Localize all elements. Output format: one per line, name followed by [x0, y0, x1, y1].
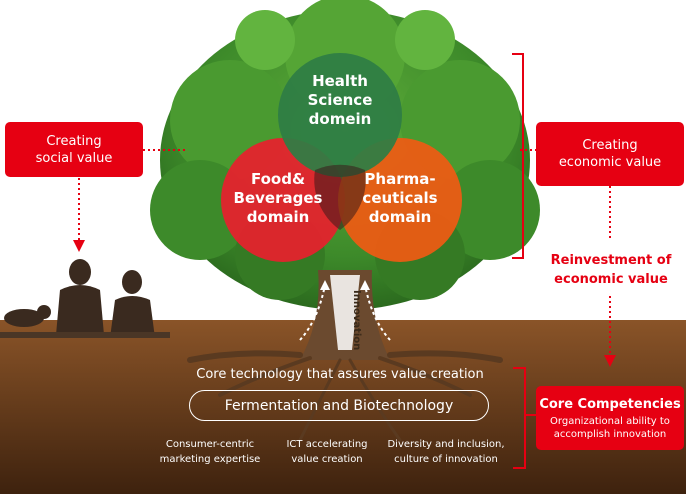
core-competencies-box: Core Competencies Organizational ability…	[536, 386, 684, 450]
economic-value-line2: economic value	[558, 155, 662, 170]
competency-marketing-line1: Consumer-centric	[165, 439, 255, 450]
food-line2: Beverages	[233, 189, 323, 207]
competency-diversity: Diversity and inclusion, culture of inno…	[380, 437, 512, 467]
innovation-label: Innovation	[351, 290, 362, 351]
competency-ict: ICT accelerating value creation	[272, 437, 382, 467]
pharma-line1: Pharma-	[364, 170, 436, 188]
pharma-line2: ceuticals	[362, 189, 438, 207]
reinvestment-label: Reinvestment of economic value	[538, 251, 684, 289]
social-value-line2: social value	[35, 150, 113, 166]
reinvestment-line1: Reinvestment of	[550, 253, 672, 268]
food-beverages-label: Food& Beverages domain	[228, 170, 328, 227]
core-competencies-line2: accomplish innovation	[553, 428, 667, 440]
competency-marketing: Consumer-centric marketing expertise	[150, 437, 270, 467]
competency-ict-line2: value creation	[291, 454, 363, 465]
people-silhouette	[0, 259, 170, 338]
food-line3: domain	[246, 208, 310, 226]
pharmaceuticals-label: Pharma- ceuticals domain	[350, 170, 450, 227]
competency-ict-line1: ICT accelerating	[286, 439, 368, 450]
creating-social-value-box: Creating social value	[5, 122, 143, 177]
competency-diversity-line2: culture of innovation	[394, 454, 498, 465]
core-competencies-line1: Organizational ability to	[550, 415, 670, 427]
health-line3: domein	[308, 110, 372, 128]
competency-marketing-line2: marketing expertise	[159, 454, 261, 465]
fermentation-biotech-text: Fermentation and Biotechnology	[224, 397, 454, 414]
health-science-label: Health Science domein	[290, 72, 390, 129]
economic-value-line1: Creating	[582, 138, 638, 153]
food-line1: Food&	[250, 170, 306, 188]
health-line2: Science	[307, 91, 373, 109]
core-technology-label: Core technology that assures value creat…	[196, 367, 484, 382]
competency-diversity-line1: Diversity and inclusion,	[387, 439, 505, 450]
reinvestment-line2: economic value	[554, 272, 668, 287]
arrow-down-left	[73, 240, 85, 252]
fermentation-biotech-pill: Fermentation and Biotechnology	[189, 390, 489, 421]
creating-economic-value-box: Creating economic value	[536, 122, 684, 186]
health-line1: Health	[312, 72, 368, 90]
pharma-line3: domain	[368, 208, 432, 226]
connector-lines	[78, 53, 611, 469]
core-competencies-title: Core Competencies	[539, 396, 681, 412]
tree-roots	[187, 350, 503, 442]
social-value-line1: Creating	[46, 133, 102, 149]
arrow-down-right	[604, 355, 616, 367]
health-circle	[278, 53, 402, 177]
